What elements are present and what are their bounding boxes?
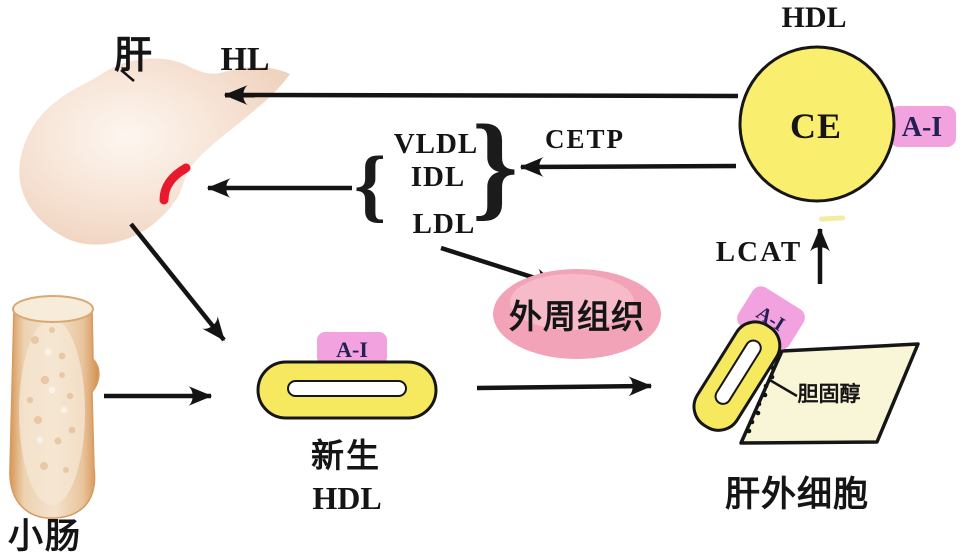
intestine-highlights	[36, 348, 67, 444]
nascent-hdl-label-line2: HDL	[312, 480, 381, 516]
text-layer: 肝 HL HDL CE A-I CETP VLDL IDL LDL { } LC…	[8, 1, 942, 556]
brace-left-glyph: {	[354, 139, 386, 230]
intestine-opening	[12, 295, 94, 323]
nascent-disc-slot	[287, 380, 407, 397]
lcat-label: LCAT	[716, 236, 802, 268]
ldl-label: LDL	[413, 208, 476, 240]
a1-badge-nascent	[317, 332, 387, 365]
a1-label-sphere: A-I	[902, 112, 942, 143]
a1-badge-sphere	[890, 106, 956, 147]
arrow-cetp-transfer	[519, 156, 737, 177]
liver-icon	[19, 58, 290, 245]
intestine-lumen	[19, 319, 85, 505]
disc-slot	[714, 339, 762, 405]
cetp-label: CETP	[545, 124, 625, 154]
hdl-sphere	[738, 45, 956, 203]
cholesterol-label: 胆固醇	[798, 382, 861, 406]
nascent-hdl-disc	[256, 332, 438, 420]
arrow-hdl-to-liver	[223, 85, 739, 105]
nascent-hdl-label-line1: 新生	[311, 438, 381, 475]
liver-callout-line	[120, 69, 135, 82]
lcat-highlight-tick	[819, 215, 846, 222]
hl-label: HL	[220, 41, 269, 78]
peripheral-highlight	[510, 274, 634, 330]
peripheral-tissue-ellipse	[493, 269, 661, 359]
arrow-liver-to-nascent-hdl	[129, 222, 226, 342]
peripheral-tissue-label: 外周组织	[509, 299, 645, 336]
liver-label: 肝	[114, 35, 152, 77]
cholesterol-callout-line	[767, 377, 798, 398]
liver-shape	[19, 58, 290, 245]
flow-arrows	[104, 85, 739, 406]
hdl-sphere-body	[738, 45, 896, 203]
intestine-texture	[26, 327, 76, 473]
cell-membrane	[739, 342, 920, 445]
ce-label: CE	[790, 106, 842, 146]
brace-right-glyph: }	[472, 100, 519, 231]
idl-label: IDL	[411, 161, 466, 193]
vldl-label: VLDL	[394, 128, 479, 160]
extrahepatic-cell-label: 肝外细胞	[725, 475, 869, 514]
arrow-nascent-hdl-to-cell	[476, 376, 653, 397]
extrahepatic-disc: A-I	[692, 286, 805, 432]
small-intestine-icon	[9, 295, 100, 519]
small-intestine-label: 小肠	[8, 517, 82, 556]
a1-label-nascent: A-I	[336, 337, 368, 362]
liver-vessel-icon	[159, 163, 191, 205]
hdl-title-label: HDL	[781, 1, 846, 34]
